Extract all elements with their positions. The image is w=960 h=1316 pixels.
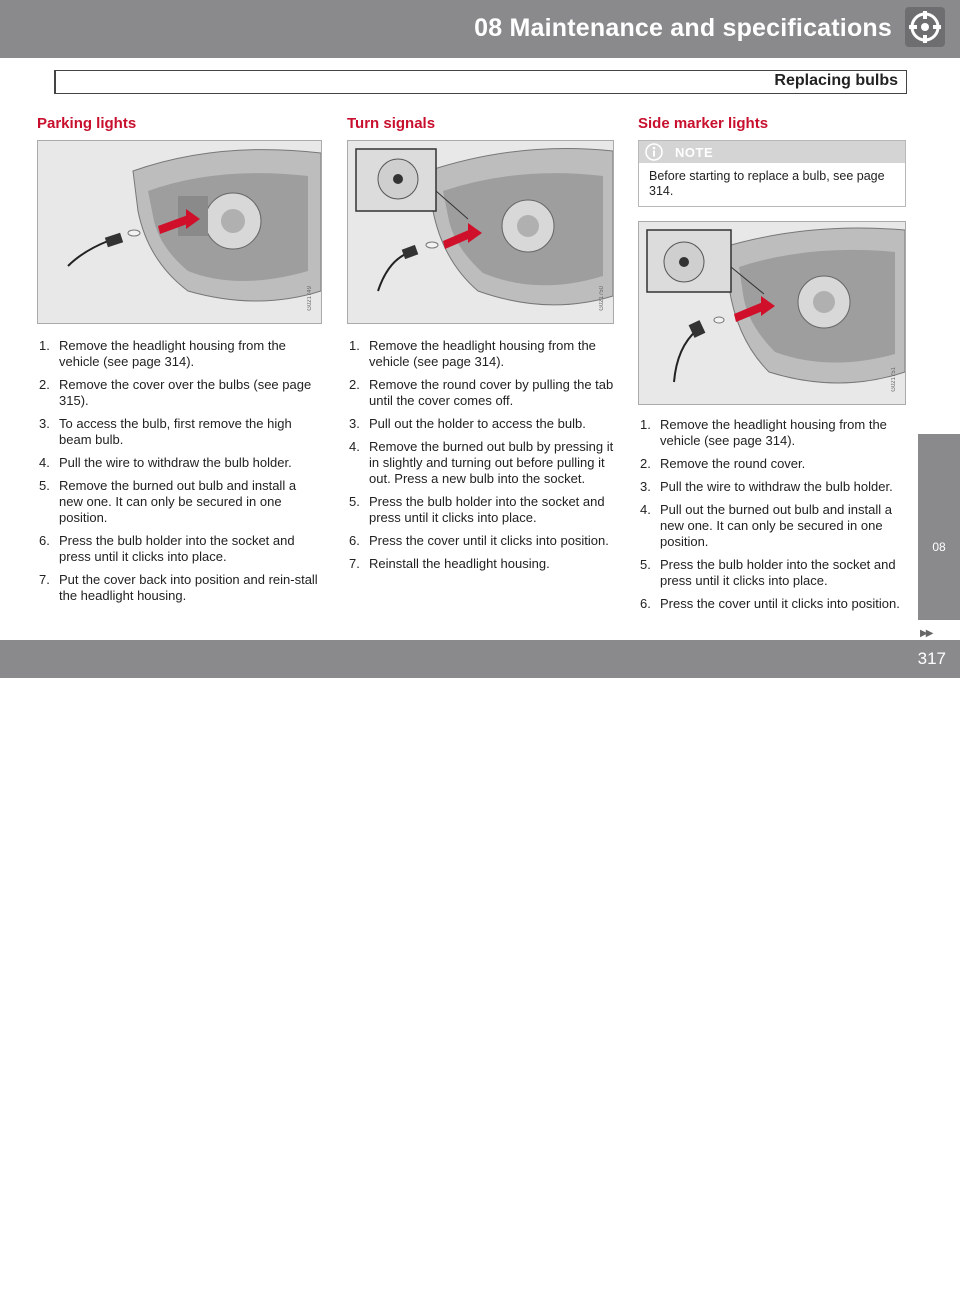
chapter-side-tab[interactable]: 08 — [918, 434, 960, 620]
note-header: NOTE — [639, 141, 905, 163]
list-item: 1.Remove the headlight housing from the … — [349, 338, 596, 369]
note-label: NOTE — [675, 145, 714, 160]
list-item: 4.Pull out the burned out bulb and insta… — [640, 502, 893, 549]
parking-lights-figure: G021749 — [37, 140, 322, 324]
list-item: 3.Pull the wire to withdraw the bulb hol… — [640, 479, 893, 494]
note-box: NOTE Before starting to replace a bulb, … — [638, 140, 906, 207]
headlight-illustration — [38, 141, 321, 323]
list-item: 1.Remove the headlight housing from the … — [39, 338, 286, 369]
list-item: 2.Remove the round cover. — [640, 456, 806, 471]
section-title-bar: Replacing bulbs — [54, 70, 907, 94]
headlight-illustration — [348, 141, 613, 323]
chapter-tab-label: 08 — [932, 540, 946, 554]
parking-lights-section: Parking lights G021749 1.Remove the head… — [37, 115, 322, 611]
watermark: carmanualsonline.info — [370, 1290, 604, 1315]
list-item: 6.Press the bulb holder into the socket … — [39, 533, 295, 564]
side-marker-lights-section: Side marker lights NOTE Before starting … — [638, 115, 906, 619]
list-item: 3.To access the bulb, first remove the h… — [39, 416, 292, 447]
list-item: 7.Reinstall the headlight housing. — [349, 556, 550, 571]
next-page-arrows-icon[interactable]: ▶▶ — [920, 628, 933, 639]
section-title: Replacing bulbs — [774, 72, 898, 89]
parking-lights-heading: Parking lights — [37, 115, 137, 132]
chapter-header-bar: 08 Maintenance and specifications — [0, 0, 960, 58]
turn-signals-steps: 1.Remove the headlight housing from the … — [347, 338, 614, 572]
info-icon — [645, 143, 663, 161]
figure-code: G021750 — [599, 286, 605, 311]
figure-code: G021751 — [891, 367, 897, 392]
figure-code: G021749 — [307, 286, 313, 311]
headlight-illustration — [639, 222, 905, 404]
turn-signals-section: Turn signals G021750 1.Remove the headli… — [347, 115, 614, 579]
list-item: 4.Remove the burned out bulb by pressing… — [349, 439, 614, 486]
list-item: 2.Remove the round cover by pulling the … — [349, 377, 614, 408]
side-marker-heading: Side marker lights — [638, 115, 769, 132]
list-item: 3.Pull out the holder to access the bulb… — [349, 416, 586, 431]
turn-signals-heading: Turn signals — [347, 115, 436, 132]
list-item: 4.Pull the wire to withdraw the bulb hol… — [39, 455, 292, 470]
list-item: 5.Press the bulb holder into the socket … — [349, 494, 605, 525]
list-item: 6.Press the cover until it clicks into p… — [349, 533, 609, 548]
wrench-gear-icon — [905, 7, 945, 47]
side-marker-steps: 1.Remove the headlight housing from the … — [638, 417, 906, 612]
note-text: Before starting to replace a bulb, see p… — [649, 169, 885, 198]
parking-lights-steps: 1.Remove the headlight housing from the … — [37, 338, 322, 604]
footer-bar: carmanualsonline.info 317 — [0, 640, 960, 1315]
list-item: 6.Press the cover until it clicks into p… — [640, 596, 900, 611]
list-item: 5.Press the bulb holder into the socket … — [640, 557, 896, 588]
list-item: 2.Remove the cover over the bulbs (see p… — [39, 377, 312, 408]
side-marker-figure: G021751 — [638, 221, 906, 405]
chapter-title: 08 Maintenance and specifications — [474, 14, 892, 42]
list-item: 5.Remove the burned out bulb and install… — [39, 478, 297, 525]
list-item: 7.Put the cover back into position and r… — [39, 572, 318, 603]
turn-signals-figure: G021750 — [347, 140, 614, 324]
list-item: 1.Remove the headlight housing from the … — [640, 417, 887, 448]
page-number: 317 — [917, 649, 946, 668]
